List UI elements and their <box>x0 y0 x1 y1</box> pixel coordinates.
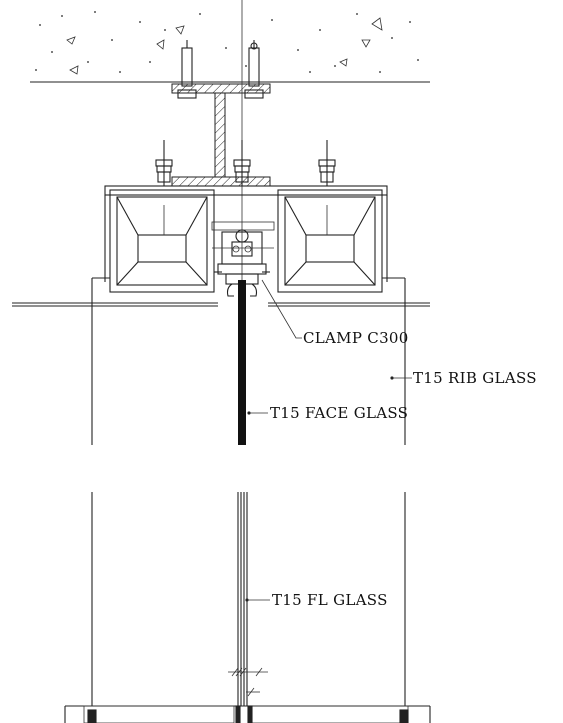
bottom-sill <box>64 705 431 723</box>
soffit-line <box>12 277 430 307</box>
anchor-bolts <box>181 40 260 87</box>
frame-top-bolts <box>155 140 336 186</box>
fl-glass <box>237 492 248 706</box>
concrete-aggregate <box>35 11 419 73</box>
h-steel-beam <box>171 83 271 187</box>
support-frame <box>104 185 388 282</box>
leader-lines <box>245 279 412 602</box>
rib-glass <box>91 278 406 706</box>
clamp-label: CLAMP C300 <box>303 329 409 347</box>
dimension-marks <box>228 667 268 697</box>
fl-glass-label: T15 FL GLASS <box>272 591 388 609</box>
left-square-tube <box>109 189 215 293</box>
concrete-slab <box>30 11 430 83</box>
concrete-triangles <box>66 17 383 75</box>
face-glass <box>238 280 246 445</box>
rib-glass-label: T15 RIB GLASS <box>413 369 537 387</box>
right-square-tube <box>277 189 383 293</box>
face-glass-label: T15 FACE GLASS <box>270 404 408 422</box>
